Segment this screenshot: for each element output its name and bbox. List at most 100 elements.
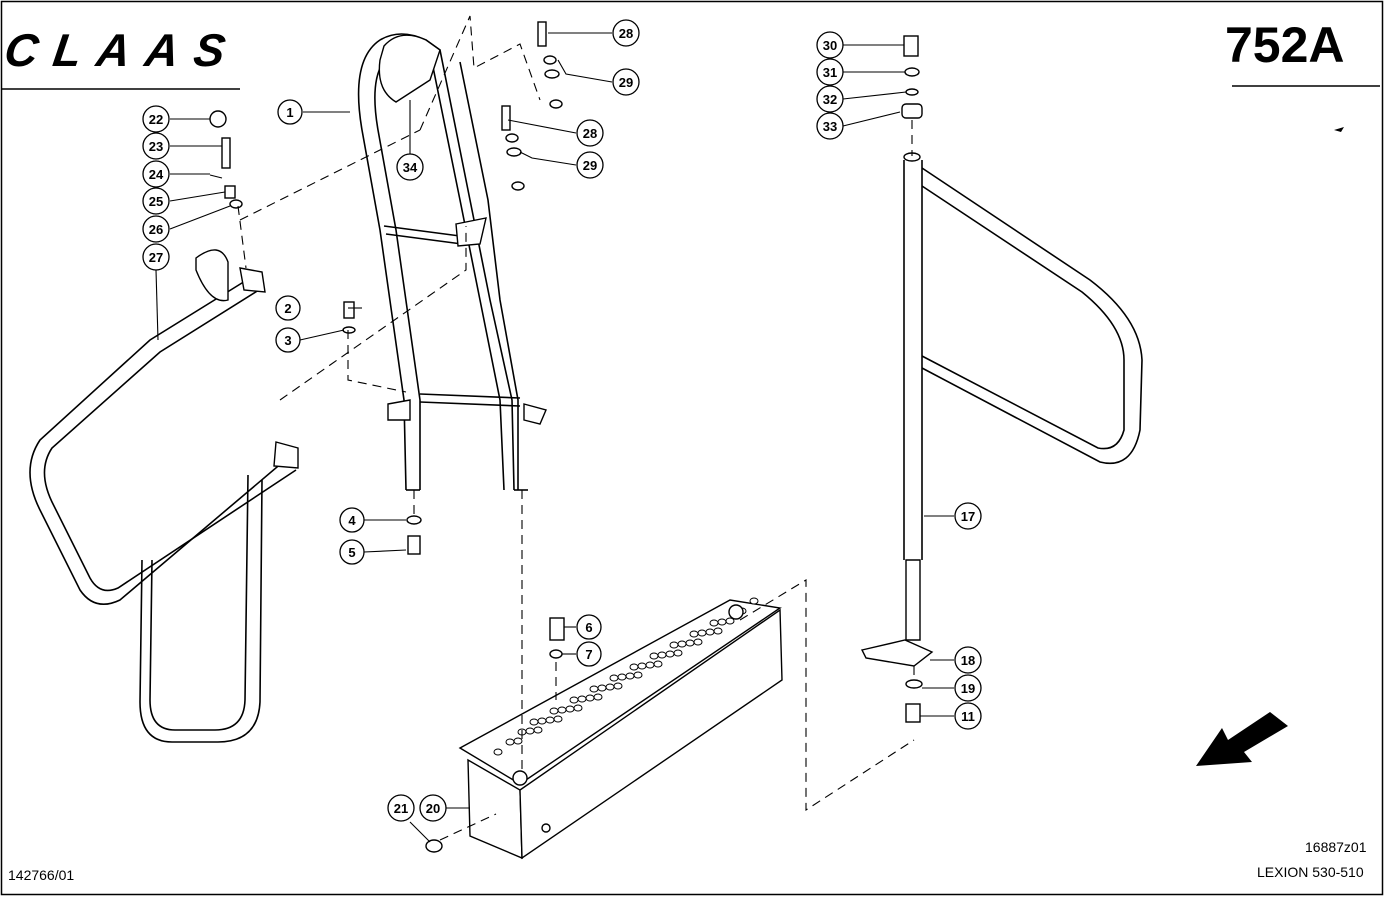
step-hole: [717, 618, 727, 626]
step-hole: [585, 694, 595, 702]
step-hole: [537, 717, 547, 725]
callout-11: 11: [954, 702, 982, 730]
pin-part-23: [221, 137, 231, 169]
svg-text:32: 32: [823, 92, 837, 107]
bolt-part-6: [549, 617, 565, 641]
step-hole: [593, 693, 603, 701]
svg-text:29: 29: [583, 158, 597, 173]
washer-part-31: [904, 67, 920, 77]
callout-2: 2: [275, 295, 301, 321]
svg-text:22: 22: [149, 112, 163, 127]
step-hole: [633, 671, 643, 679]
callout-32: 32: [816, 85, 844, 113]
callout-27: 27: [142, 243, 170, 271]
svg-text:34: 34: [403, 160, 418, 175]
step-hole: [693, 638, 703, 646]
step-hole: [657, 651, 667, 659]
svg-text:4: 4: [348, 513, 356, 528]
svg-text:6: 6: [585, 620, 592, 635]
step-hole: [613, 682, 623, 690]
page-code: 752A: [1225, 17, 1345, 73]
bushing-part-33: [901, 103, 923, 119]
assembly-lines: [237, 15, 915, 841]
left-handrail: [29, 249, 299, 743]
svg-text:27: 27: [149, 250, 163, 265]
step-hole: [589, 685, 599, 693]
step-hole: [749, 597, 759, 605]
svg-text:28: 28: [619, 26, 633, 41]
bolt-part-11: [905, 703, 921, 723]
step-hole: [549, 707, 559, 715]
step-hole: [625, 672, 635, 680]
step-hole: [713, 627, 723, 635]
step-hole: [665, 650, 675, 658]
step-hole: [709, 619, 719, 627]
step-hole: [513, 737, 523, 745]
svg-text:20: 20: [426, 801, 440, 816]
svg-text:24: 24: [149, 167, 164, 182]
step-hole: [529, 718, 539, 726]
callout-6: 6: [576, 614, 602, 640]
step-hole: [617, 673, 627, 681]
callout-21: 21: [387, 794, 415, 822]
bolt-part-28b: [501, 105, 511, 131]
callout-22: 22: [142, 105, 170, 133]
step-hole: [505, 738, 515, 746]
callout-group: 1 2 3 4 5 6 7 11 17 18 19 20 21 22 23 24…: [142, 19, 982, 822]
callout-17: 17: [954, 502, 982, 530]
washer-part-19: [905, 679, 923, 689]
step-hole: [653, 660, 663, 668]
svg-text:30: 30: [823, 38, 837, 53]
callout-20: 20: [419, 794, 447, 822]
callout-3: 3: [275, 327, 301, 353]
svg-text:21: 21: [394, 801, 408, 816]
callout-5: 5: [339, 539, 365, 565]
callout-28b: 28: [576, 119, 604, 147]
svg-text:25: 25: [149, 194, 163, 209]
callout-19: 19: [954, 674, 982, 702]
step-hole: [609, 674, 619, 682]
step-hole: [557, 706, 567, 714]
callout-1: 1: [277, 99, 303, 125]
callout-7: 7: [576, 641, 602, 667]
step-hole: [697, 629, 707, 637]
callout-23: 23: [142, 132, 170, 160]
svg-text:5: 5: [348, 545, 355, 560]
spring-part-25: [224, 185, 236, 199]
washer-part-7: [549, 649, 563, 659]
washer-part-32: [905, 88, 919, 96]
step-hole: [629, 663, 639, 671]
step-hole: [573, 704, 583, 712]
svg-text:18: 18: [961, 653, 975, 668]
callout-24: 24: [142, 160, 170, 188]
step-hole: [677, 640, 687, 648]
step-hole: [689, 630, 699, 638]
svg-text:3: 3: [284, 333, 291, 348]
svg-text:33: 33: [823, 119, 837, 134]
step-hole: [525, 727, 535, 735]
centre-frame: [357, 33, 547, 491]
callout-18: 18: [954, 646, 982, 674]
step-hole: [533, 726, 543, 734]
brand-logo: CLAAS: [1, 24, 230, 76]
bolt-part-30: [903, 35, 919, 57]
small-mark: [1334, 127, 1344, 132]
step-hole: [597, 684, 607, 692]
step-hole: [645, 661, 655, 669]
washer-part-26: [229, 199, 243, 209]
callout-25: 25: [142, 187, 170, 215]
step-hole: [685, 639, 695, 647]
callout-4: 4: [339, 507, 365, 533]
step-hole: [569, 696, 579, 704]
fasteners: [209, 21, 923, 853]
bolt-part-2: [343, 301, 355, 319]
callout-26: 26: [142, 215, 170, 243]
svg-text:7: 7: [585, 647, 592, 662]
svg-text:11: 11: [961, 709, 975, 724]
direction-arrow-icon: [1196, 712, 1288, 766]
step-hole: [493, 748, 503, 756]
step-box: [458, 597, 783, 860]
right-handrail: [860, 152, 1143, 667]
